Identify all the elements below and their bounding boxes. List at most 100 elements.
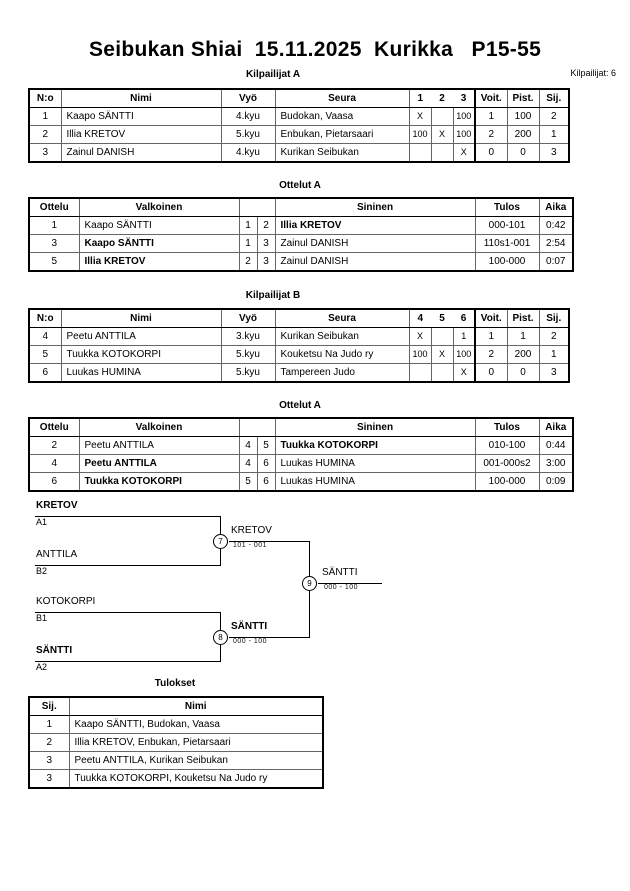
- col-match: Ottelu: [28, 197, 80, 217]
- bracket-seed-code-2: B2: [36, 566, 48, 576]
- page-title: Seibukan Shiai 15.11.2025 Kurikka P15-55: [88, 38, 542, 61]
- cell-rank: 2: [28, 733, 70, 752]
- cell-blue-no: 6: [256, 454, 276, 473]
- bracket-match-node-8[interactable]: 8: [213, 630, 228, 645]
- cell-m2: [430, 143, 454, 163]
- cell-white-no: 2: [238, 252, 258, 272]
- cell-time: 0:44: [538, 436, 574, 455]
- pool-a-caption: Kilpailijat A: [245, 69, 301, 80]
- col-result: Tulos: [474, 417, 540, 437]
- col-blue-no: [257, 417, 275, 437]
- cell-white-no: 5: [238, 472, 258, 492]
- cell-white: Illia KRETOV: [78, 252, 240, 272]
- table-header-row: N:o Nimi Vyö Seura 1 2 3 Voit. Pist. Sij…: [28, 88, 570, 108]
- col-white-no: [239, 417, 257, 437]
- cell-m6: 1: [452, 327, 476, 346]
- cell-m1: X: [408, 107, 432, 126]
- cell-result: 100-000: [474, 472, 540, 492]
- col-belt: Vyö: [220, 308, 276, 328]
- cell-belt: 5.kyu: [220, 345, 276, 364]
- col-m3: 3: [453, 88, 475, 108]
- cell-m5: [430, 327, 454, 346]
- cell-white-no: 1: [238, 234, 258, 253]
- cell-belt: 4.kyu: [220, 107, 276, 126]
- bracket-seed-name-2: ANTTILA: [36, 549, 78, 560]
- cell-m4: X: [408, 327, 432, 346]
- table-row: 5 Illia KRETOV 2 3 Zainul DANISH 100-000…: [28, 252, 574, 272]
- cell-club: Enbukan, Pietarsaari: [274, 125, 410, 144]
- cell-points: 0: [506, 363, 540, 383]
- cell-rank: 1: [538, 345, 570, 364]
- cell-belt: 4.kyu: [220, 143, 276, 163]
- col-white-no: [239, 197, 257, 217]
- bracket-seed-line-3: [35, 612, 220, 613]
- col-name: Nimi: [68, 696, 324, 716]
- cell-result: 110s1-001: [474, 234, 540, 253]
- cell-blue-no: 3: [256, 252, 276, 272]
- cell-match: 4: [28, 454, 80, 473]
- matches-b-caption: Ottelut A: [279, 400, 321, 411]
- cell-blue: Tuukka KOTOKORPI: [274, 436, 476, 455]
- col-m6: 6: [453, 308, 475, 328]
- cell-m3: 100: [452, 125, 476, 144]
- table-row: 1 Kaapo SÄNTTI 4.kyu Budokan, Vaasa X 10…: [28, 107, 570, 126]
- cell-m3: 100: [452, 107, 476, 126]
- cell-name: Tuukka KOTOKORPI: [60, 345, 222, 364]
- cell-time: 0:09: [538, 472, 574, 492]
- matches-a-caption: Ottelut A: [279, 180, 321, 191]
- cell-match: 6: [28, 472, 80, 492]
- table-row: 2 Peetu ANTTILA 4 5 Tuukka KOTOKORPI 010…: [28, 436, 574, 455]
- cell-m4: [408, 363, 432, 383]
- table-row: 5 Tuukka KOTOKORPI 5.kyu Kouketsu Na Jud…: [28, 345, 570, 364]
- cell-name: Kaapo SÄNTTI: [60, 107, 222, 126]
- cell-club: Kurikan Seibukan: [274, 143, 410, 163]
- elimination-bracket: KRETOV A1 ANTTILA B2 7 KRETOV 101 - 001 …: [0, 495, 630, 680]
- cell-result: 000-101: [474, 216, 540, 235]
- bracket-winner-line-7: [229, 541, 309, 542]
- col-no: N:o: [28, 308, 62, 328]
- cell-white: Kaapo SÄNTTI: [78, 216, 240, 235]
- bracket-match-winner-8: SÄNTTI: [231, 621, 268, 632]
- cell-rank: 2: [538, 327, 570, 346]
- table-header-row: N:o Nimi Vyö Seura 4 5 6 Voit. Pist. Sij…: [28, 308, 570, 328]
- cell-name: Peetu ANTTILA, Kurikan Seibukan: [68, 751, 324, 770]
- table-row: 3 Tuukka KOTOKORPI, Kouketsu Na Judo ry: [28, 769, 324, 789]
- table-header-row: Ottelu Valkoinen Sininen Tulos Aika: [28, 197, 574, 217]
- col-belt: Vyö: [220, 88, 276, 108]
- col-blue: Sininen: [274, 417, 476, 437]
- bracket-seed-name-4: SÄNTTI: [36, 645, 73, 656]
- col-m5: 5: [431, 308, 453, 328]
- results-table: Sij. Nimi 1 Kaapo SÄNTTI, Budokan, Vaasa…: [28, 696, 324, 789]
- cell-name: Zainul DANISH: [60, 143, 222, 163]
- cell-match: 3: [28, 234, 80, 253]
- bracket-seed-line-4: [35, 661, 220, 662]
- cell-time: 0:07: [538, 252, 574, 272]
- pool-b-caption: Kilpailijat B: [245, 290, 301, 301]
- cell-club: Kurikan Seibukan: [274, 327, 410, 346]
- cell-name: Illia KRETOV: [60, 125, 222, 144]
- cell-m5: X: [430, 345, 454, 364]
- cell-points: 1: [506, 327, 540, 346]
- cell-blue: Illia KRETOV: [274, 216, 476, 235]
- col-blue-no: [257, 197, 275, 217]
- bracket-match-node-9[interactable]: 9: [302, 576, 317, 591]
- cell-blue-no: 3: [256, 234, 276, 253]
- col-club: Seura: [274, 308, 410, 328]
- cell-white: Tuukka KOTOKORPI: [78, 472, 240, 492]
- cell-club: Budokan, Vaasa: [274, 107, 410, 126]
- table-row: 1 Kaapo SÄNTTI 1 2 Illia KRETOV 000-101 …: [28, 216, 574, 235]
- cell-time: 3:00: [538, 454, 574, 473]
- bracket-seed-code-3: B1: [36, 613, 48, 623]
- table-row: 6 Luukas HUMINA 5.kyu Tampereen Judo X 0…: [28, 363, 570, 383]
- col-time: Aika: [538, 417, 574, 437]
- cell-wins: 2: [474, 125, 508, 144]
- cell-no: 1: [28, 107, 62, 126]
- col-m2: 2: [431, 88, 453, 108]
- bracket-seed-name-1: KRETOV: [36, 500, 78, 511]
- col-result: Tulos: [474, 197, 540, 217]
- cell-match: 5: [28, 252, 80, 272]
- bracket-match-node-7[interactable]: 7: [213, 534, 228, 549]
- bracket-seed-code-1: A1: [36, 517, 48, 527]
- cell-m2: [430, 107, 454, 126]
- pool-a-table: N:o Nimi Vyö Seura 1 2 3 Voit. Pist. Sij…: [28, 88, 570, 163]
